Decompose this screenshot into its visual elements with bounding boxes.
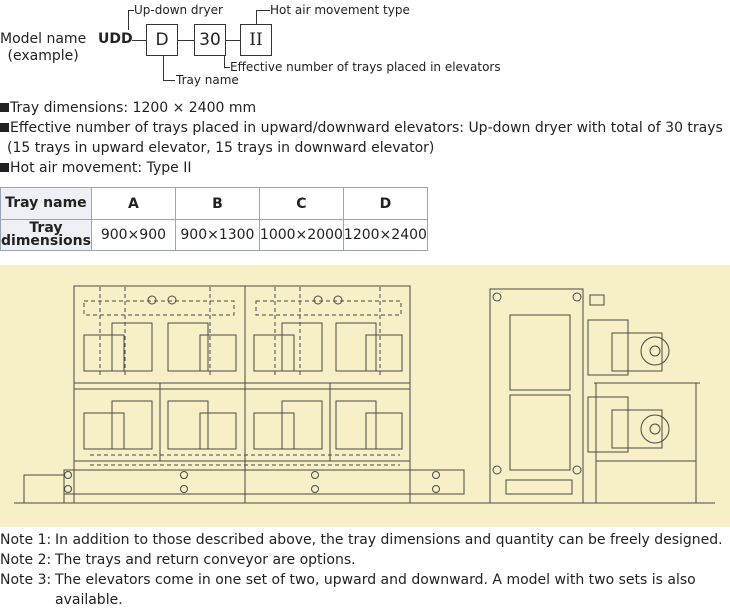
note-label: Note 1: (0, 532, 52, 548)
table-cell: D (342, 187, 428, 220)
note-item: Note 2: The trays and return conveyor ar… (0, 550, 725, 570)
control-box (23, 474, 65, 504)
connector-line (132, 40, 146, 41)
annotation-effective-trays: Effective number of trays placed in elev… (230, 60, 501, 74)
bullet-square-icon (0, 123, 9, 132)
annotation-line-hot-air (256, 10, 257, 24)
connector-line (178, 40, 194, 41)
bullet-square-icon (0, 163, 9, 172)
code-box-hot-air-type: II (240, 24, 272, 56)
table-row: Tray dimensions 900×900 900×1300 1000×20… (0, 219, 428, 251)
spec-bullets: Tray dimensions: 1200 × 2400 mm Effectiv… (0, 98, 725, 178)
note-label: Note 2: (0, 552, 52, 568)
table-cell: A (90, 187, 176, 220)
table-cell: 1000×2000 (258, 219, 344, 251)
model-name-label-line1: Model name (0, 31, 87, 47)
table-header-line1: Tray (29, 220, 63, 236)
notes-section: Note 1: In addition to those described a… (0, 530, 725, 610)
bullet-item: Hot air movement: Type II (0, 158, 725, 178)
note-item: Note 3: The elevators come in one set of… (0, 570, 725, 610)
annotation-line-up-down (128, 10, 134, 11)
table-cell: 900×900 (90, 219, 176, 251)
annotation-line-effective (224, 56, 225, 68)
table-header-cell: Tray name (0, 187, 92, 220)
side-view-frame (489, 288, 584, 504)
bullet-item: Tray dimensions: 1200 × 2400 mm (0, 98, 725, 118)
main-frame (73, 285, 411, 504)
dryer-technical-drawing (0, 265, 730, 527)
connector-line (226, 40, 240, 41)
table-cell: 900×1300 (174, 219, 260, 251)
annotation-line-up-down (128, 10, 129, 30)
table-cell: 1200×2400 (342, 219, 428, 251)
note-item: Note 1: In addition to those described a… (0, 530, 725, 550)
fan-units-lower (83, 400, 403, 450)
annotation-tray-name: Tray name (176, 73, 239, 87)
annotation-line-tray-name (163, 56, 164, 81)
model-name-label: Model name (example) (0, 31, 86, 65)
bullet-item: Effective number of trays placed in upwa… (0, 118, 725, 138)
tray-spec-table: Tray name A B C D Tray dimensions 900×90… (0, 187, 428, 251)
code-box-effective-trays: 30 (194, 24, 226, 56)
dryer-drawing-svg (14, 285, 715, 504)
note-text: In addition to those described above, th… (55, 532, 723, 548)
table-header-line2: dimensions (1, 233, 91, 249)
annotation-hot-air-type: Hot air movement type (270, 3, 410, 17)
note-text: The elevators come in one set of two, up… (55, 572, 696, 608)
bullet-continuation: (15 trays in upward elevator, 15 trays i… (7, 140, 435, 156)
model-prefix: UDD (98, 31, 133, 47)
table-cell: B (174, 187, 260, 220)
fan-units-upper (83, 322, 403, 372)
annotation-line-tray-name (163, 80, 175, 81)
code-box-tray-name: D (146, 24, 178, 56)
model-name-label-line2: (example) (7, 48, 79, 64)
bullet-square-icon (0, 103, 9, 112)
table-header-cell: Tray dimensions (0, 219, 92, 251)
annotation-line-effective (224, 67, 230, 68)
note-text: The trays and return conveyor are option… (55, 552, 356, 568)
annotation-line-hot-air (256, 10, 270, 11)
table-row: Tray name A B C D (0, 187, 428, 220)
annotation-up-down-dryer: Up-down dryer (134, 3, 223, 17)
table-cell: C (258, 187, 344, 220)
note-label: Note 3: (0, 572, 52, 588)
